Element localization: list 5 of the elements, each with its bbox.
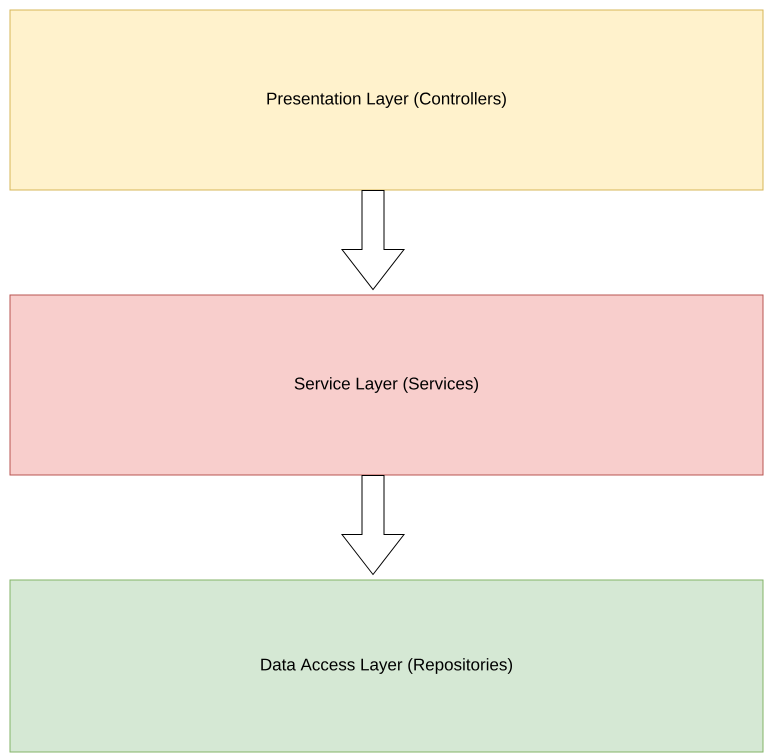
layer-box: Data Access Layer (Repositories) <box>10 580 764 752</box>
block-arrow <box>340 475 406 576</box>
layer-box: Presentation Layer (Controllers) <box>10 10 764 190</box>
block-arrow <box>340 190 406 290</box>
layer-box: Service Layer (Services) <box>10 294 764 476</box>
